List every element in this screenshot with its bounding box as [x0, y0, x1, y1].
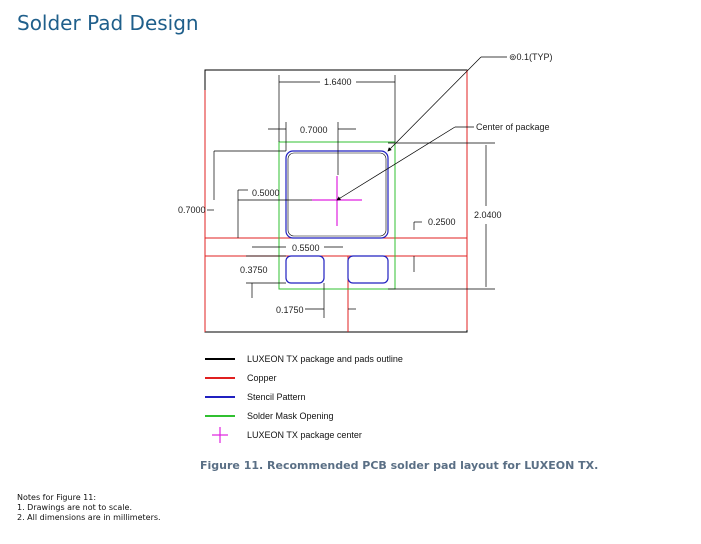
legend-item-stencil: Stencil Pattern [205, 387, 445, 406]
package-outline [204, 69, 468, 333]
dim-pad-width: 0.7000 [300, 125, 328, 135]
note-item: 1. Drawings are not to scale. [17, 503, 133, 512]
legend-label: Copper [247, 372, 277, 383]
package-center-mark [312, 176, 362, 226]
figure-caption: Figure 11. Recommended PCB solder pad la… [200, 459, 599, 472]
dim-total-width: 1.6400 [324, 77, 352, 87]
dim-left-height: 0.7000 [178, 205, 206, 215]
center-callout: Center of package [476, 122, 550, 132]
legend-label: LUXEON TX package center [247, 429, 362, 440]
legend-swatch [205, 395, 235, 398]
notes: Notes for Figure 11: 1. Drawings are not… [17, 493, 161, 523]
legend-item-outline: LUXEON TX package and pads outline [205, 349, 445, 368]
legend-swatch [205, 376, 235, 379]
dim-right-height: 2.0400 [474, 210, 502, 220]
dimension-lines [207, 75, 495, 318]
legend-swatch [205, 414, 235, 417]
notes-heading: Notes for Figure 11: [17, 493, 97, 502]
legend-item-center: LUXEON TX package center [205, 425, 445, 444]
page-title: Solder Pad Design [17, 11, 199, 35]
dim-pad-height: 0.5000 [252, 188, 280, 198]
dim-small-gap: 0.1750 [276, 305, 304, 315]
legend-label: Solder Mask Opening [247, 410, 334, 421]
pad-outline-main [287, 152, 387, 237]
legend-label: LUXEON TX package and pads outline [247, 353, 403, 364]
stencil-small-pad-left [285, 255, 325, 284]
legend-label: Stencil Pattern [247, 391, 306, 402]
dim-gap: 0.2500 [428, 217, 456, 227]
legend-swatch [205, 357, 235, 360]
solder-mask-opening [278, 141, 396, 290]
legend-item-solder-mask: Solder Mask Opening [205, 406, 445, 425]
legend-item-copper: Copper [205, 368, 445, 387]
legend: LUXEON TX package and pads outline Coppe… [205, 349, 445, 444]
dim-small-pad-height: 0.3750 [240, 265, 268, 275]
center-cross-icon [205, 426, 235, 443]
stencil-main-pad [285, 150, 389, 239]
tolerance-callout: ⊚0.1(TYP) [509, 52, 553, 62]
note-item: 2. All dimensions are in millimeters. [17, 513, 161, 522]
stencil-small-pad-right [347, 255, 389, 284]
dim-small-pad-width: 0.5500 [292, 243, 320, 253]
copper-lines [204, 70, 468, 332]
callout-leaders [336, 56, 507, 201]
